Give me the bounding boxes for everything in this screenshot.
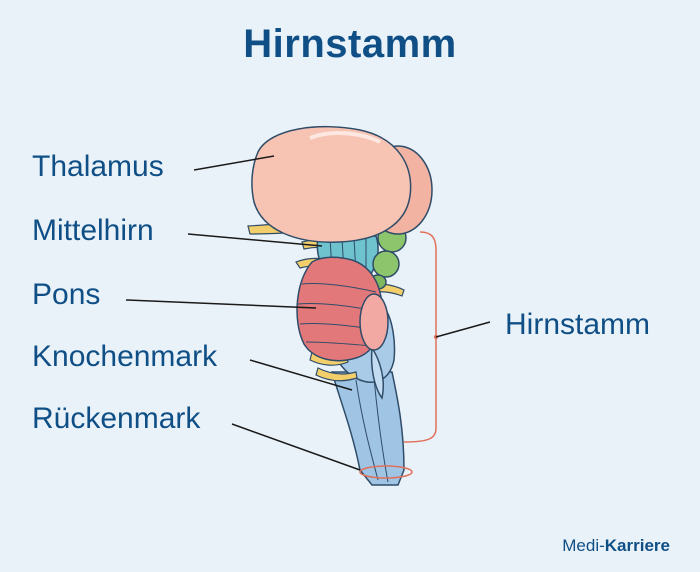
pons [296, 256, 389, 362]
leader-thalamus [193, 155, 275, 171]
label-pons: Pons [32, 278, 101, 311]
leader-lines [125, 155, 491, 471]
page-title: Hirnstamm [243, 22, 457, 66]
spinal-cord-ring [359, 465, 413, 479]
brand-name: Karriere [604, 536, 670, 555]
leader-mittelhirn [187, 233, 323, 247]
brand-prefix: Medi- [562, 536, 605, 555]
label-rueckenmark: Rückenmark [32, 402, 201, 435]
thalamus [251, 125, 433, 243]
spinal-cord [331, 371, 405, 486]
leader-pons [125, 299, 317, 309]
label-knochenmark: Knochenmark [32, 340, 218, 373]
label-thalamus: Thalamus [32, 150, 164, 183]
brand-logo: Medi-Karriere [562, 536, 670, 556]
leader-hirnstamm [435, 321, 491, 338]
leader-knochenmark [249, 359, 353, 391]
label-mittelhirn: Mittelhirn [32, 214, 154, 247]
label-hirnstamm: Hirnstamm [505, 308, 651, 341]
leader-rueckenmark [231, 423, 361, 471]
hirnstamm-bracket [403, 231, 437, 443]
